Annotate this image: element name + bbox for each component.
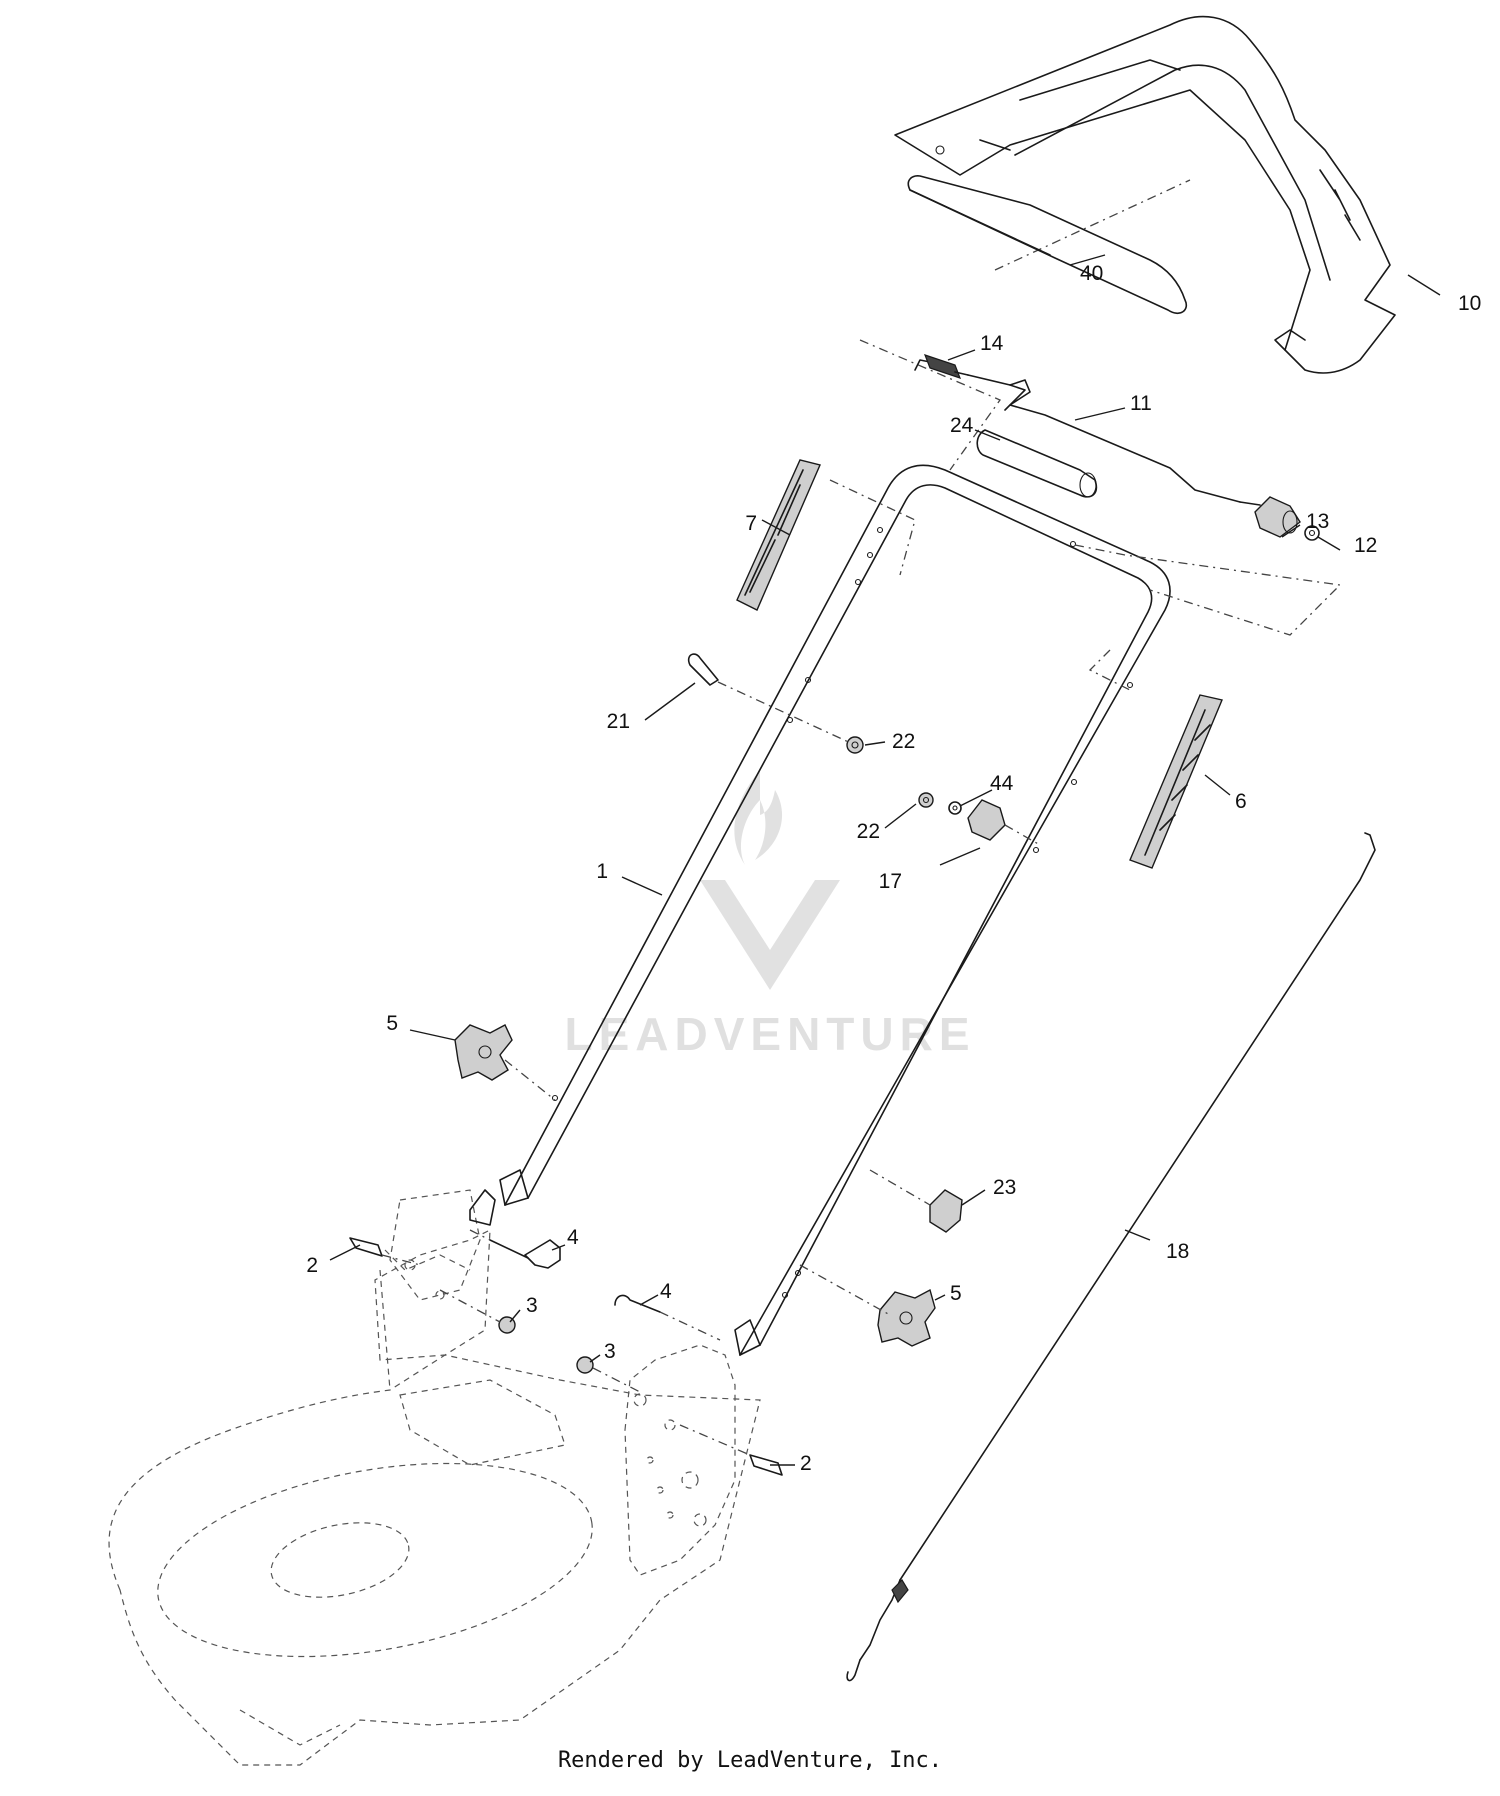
callout-2-left: 2 xyxy=(306,1254,318,1277)
handle-knob-lower xyxy=(799,1264,936,1347)
footer-credit: Rendered by LeadVenture, Inc. xyxy=(557,1748,943,1773)
handle-grip-right xyxy=(1129,694,1223,869)
clevis-pin-left xyxy=(349,1237,421,1266)
rod-tube xyxy=(976,429,1098,498)
callout-17: 17 xyxy=(879,870,902,893)
callout-23: 23 xyxy=(993,1176,1016,1199)
phantom-outlines xyxy=(829,339,1342,691)
callout-3-left: 3 xyxy=(526,1294,538,1317)
callout-40: 40 xyxy=(1080,262,1103,285)
lower-left-mount xyxy=(469,1189,496,1226)
callout-7: 7 xyxy=(745,512,757,535)
clevis-pin-right xyxy=(679,1424,783,1476)
handle-grip-left xyxy=(736,459,821,611)
callout-5-upper: 5 xyxy=(386,1012,398,1035)
callout-5-lower: 5 xyxy=(950,1282,962,1305)
lock-nut-upper xyxy=(846,736,864,754)
callout-13: 13 xyxy=(1306,510,1329,533)
spring xyxy=(914,354,969,379)
callout-4-right: 4 xyxy=(660,1280,672,1303)
callout-6: 6 xyxy=(1235,790,1247,813)
left-handle-bracket xyxy=(374,1229,491,1361)
cable-clip xyxy=(967,799,1041,846)
callout-2-right: 2 xyxy=(800,1452,812,1475)
hitch-pin xyxy=(687,653,856,746)
control-cable xyxy=(846,832,1376,1682)
watermark-text: LEADVENTURE xyxy=(564,1008,975,1060)
washer-44 xyxy=(948,801,962,815)
right-handle-bracket xyxy=(624,1344,736,1576)
callout-21: 21 xyxy=(607,710,630,733)
bail-cover xyxy=(907,175,1187,315)
callout-11: 11 xyxy=(1130,392,1152,415)
callout-14: 14 xyxy=(980,332,1004,355)
callout-22-lower: 22 xyxy=(857,820,880,843)
callout-1: 1 xyxy=(596,860,608,883)
callout-3-right: 3 xyxy=(604,1340,616,1363)
callout-24: 24 xyxy=(950,414,974,437)
callout-12: 12 xyxy=(1354,534,1377,557)
hex-nut-left xyxy=(439,1289,516,1334)
handle-knob-upper xyxy=(454,1024,556,1101)
shoulder-bolt-left xyxy=(469,1229,561,1269)
bail-rod xyxy=(967,374,1241,503)
main-handle xyxy=(499,464,1171,1356)
callout-18: 18 xyxy=(1166,1240,1189,1263)
shoulder-bolt-right xyxy=(614,1294,721,1341)
leader-lines xyxy=(329,254,1441,1466)
watermark-logo: LEADVENTURE xyxy=(564,770,975,1060)
mower-deck xyxy=(108,1189,761,1766)
lock-nut-middle xyxy=(918,792,934,808)
hex-nut-right xyxy=(576,1356,641,1393)
rod-bushing xyxy=(1239,496,1301,538)
callout-10: 10 xyxy=(1458,292,1481,315)
callout-4-left: 4 xyxy=(567,1226,579,1249)
callout-22-upper: 22 xyxy=(892,730,915,753)
callout-44: 44 xyxy=(990,772,1014,795)
upper-bail-handle xyxy=(894,15,1396,374)
callout-labels: 1 2 2 3 3 4 4 5 5 6 7 10 11 12 13 14 17 … xyxy=(306,262,1481,1475)
washer xyxy=(1304,525,1320,541)
cable-guide xyxy=(869,1169,963,1233)
